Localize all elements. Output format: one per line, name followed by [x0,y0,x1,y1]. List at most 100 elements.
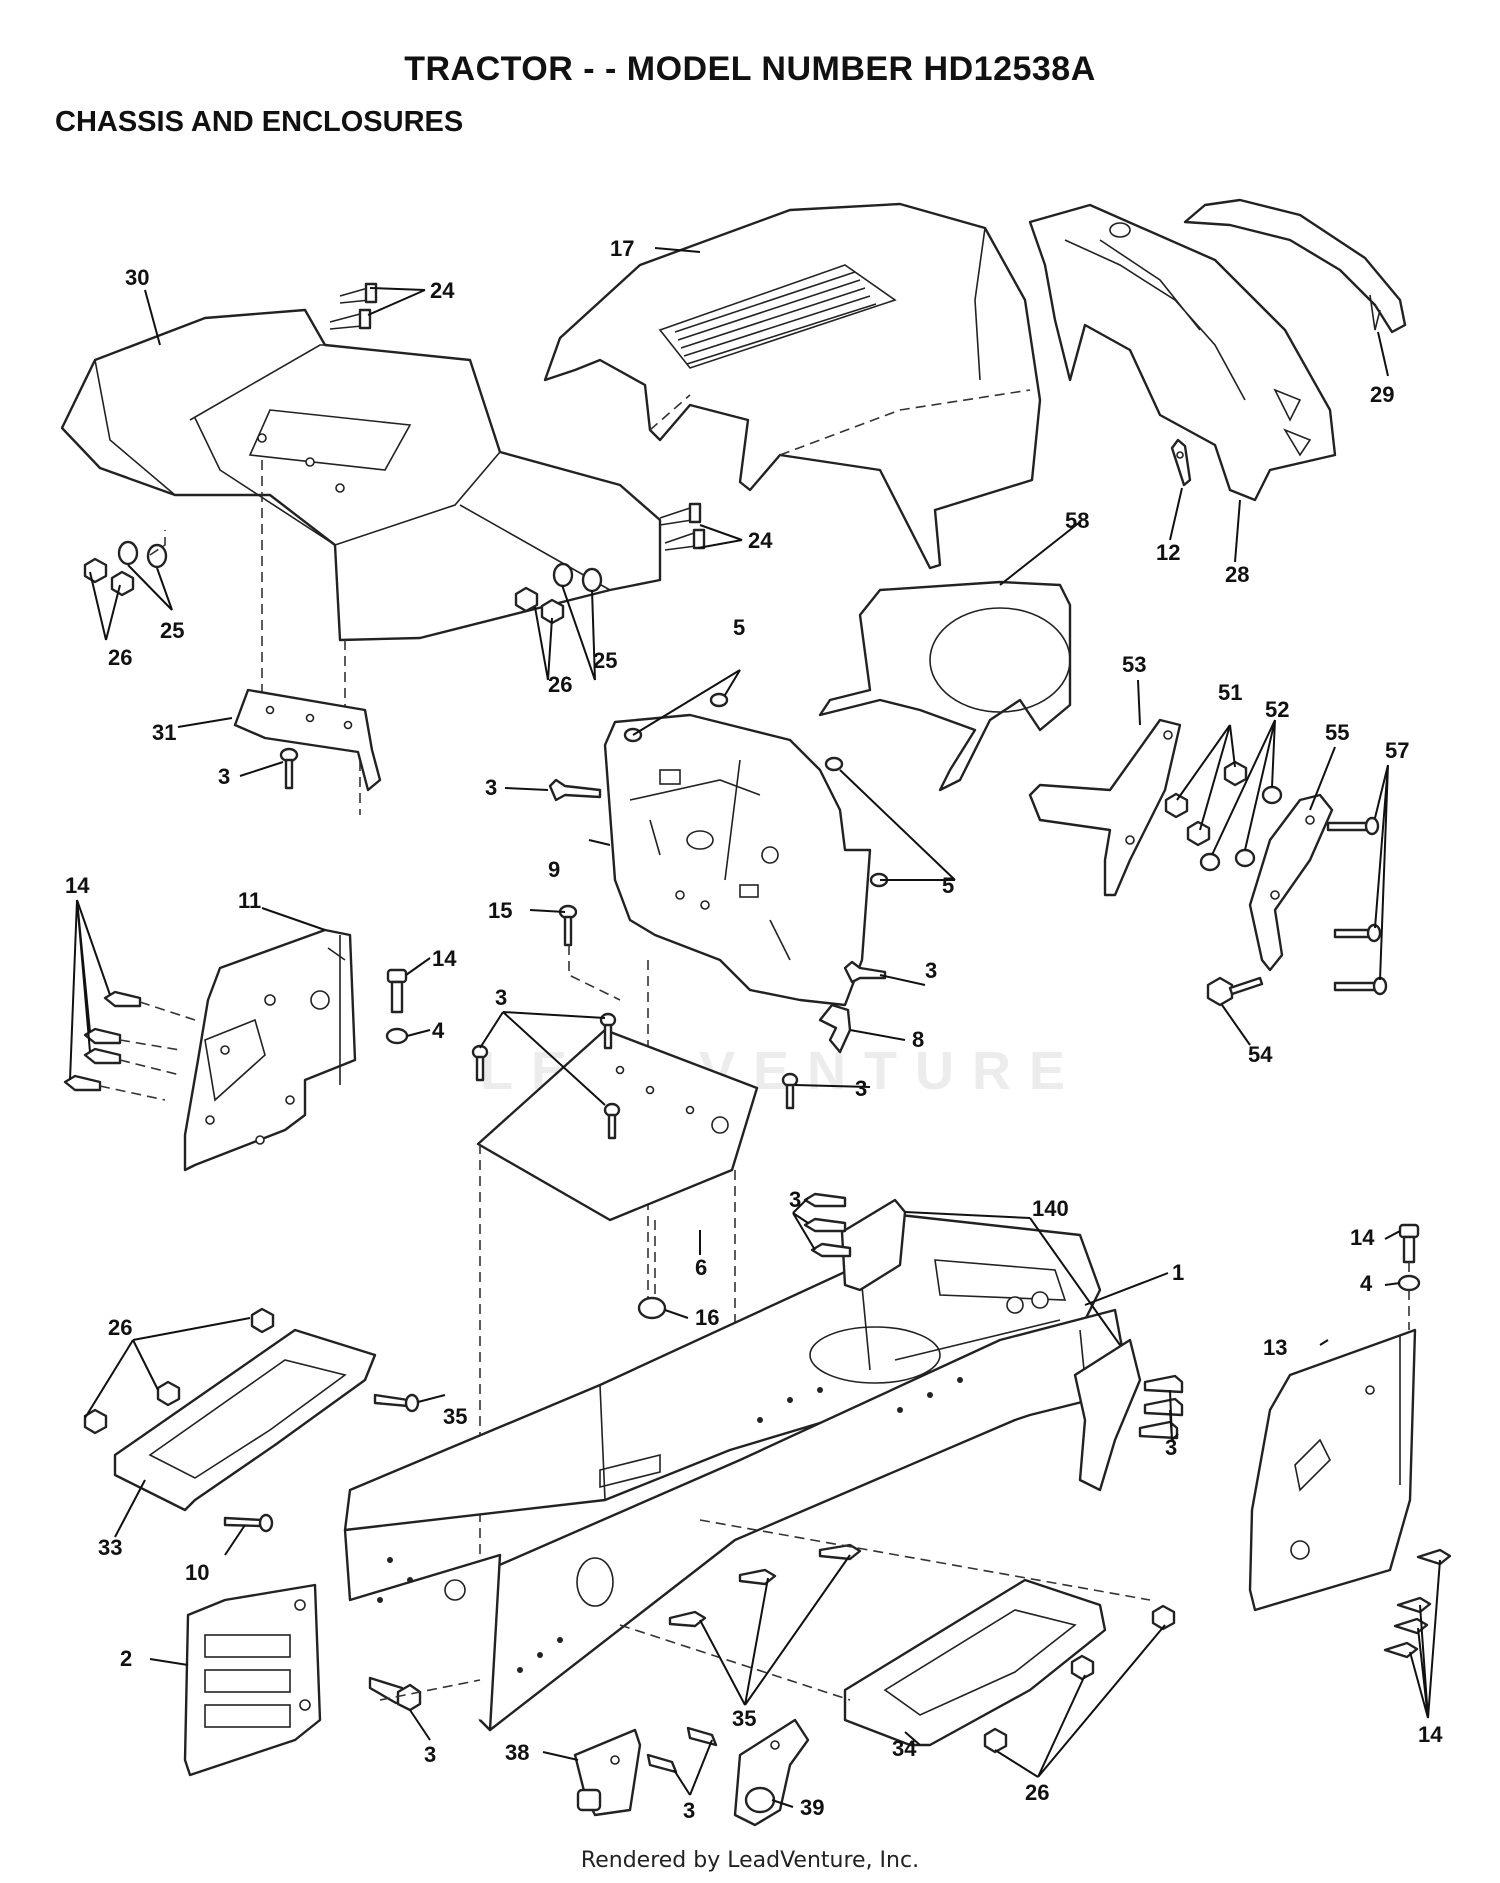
bolts-14-left[interactable] [63,990,196,1101]
callout-17: 17 [610,236,634,261]
callout-26: 26 [108,1315,132,1340]
callout-10: 10 [185,1560,209,1585]
callout-24: 24 [748,528,773,553]
part-12-clip[interactable] [1170,438,1192,487]
bolt-14-4-right[interactable] [1397,1223,1421,1330]
bolt-3-dash-left[interactable] [548,778,602,802]
bolt-3-dash-right[interactable] [843,960,887,984]
callout-1: 1 [1172,1260,1184,1285]
part-2-front-plate[interactable] [183,1583,322,1777]
callout-33: 33 [98,1535,122,1560]
callout-58: 58 [1065,508,1089,533]
part-38-bracket[interactable] [573,1728,642,1817]
callout-6: 6 [695,1255,707,1280]
part-29-hood-trim[interactable] [1183,198,1407,334]
part-1-main-frame[interactable] [343,1213,1132,1732]
bolt-3-fender-bracket[interactable] [279,747,299,790]
nuts-washers-25-26-right[interactable] [514,562,603,625]
nuts-51[interactable] [1164,760,1248,847]
callout-26: 26 [548,672,572,697]
callout-11: 11 [238,888,261,913]
bolt-10[interactable] [223,1513,274,1533]
callout-25: 25 [160,618,184,643]
bolts-3-lower-brackets[interactable] [646,1726,718,1774]
part-8-clip[interactable] [818,1003,852,1054]
callout-35: 35 [443,1404,467,1429]
grommets-5[interactable] [623,692,889,888]
callout-31: 31 [152,720,176,745]
callout-3: 3 [925,958,937,983]
callout-4: 4 [1360,1271,1373,1296]
part-16-grommet[interactable] [637,1296,667,1320]
callout-16: 16 [695,1305,719,1330]
callout-9: 9 [548,857,560,882]
screw-15[interactable] [558,904,578,947]
diagram-title: TRACTOR - - MODEL NUMBER HD12538A [404,50,1096,88]
screw-54[interactable] [1206,976,1264,1007]
callout-8: 8 [912,1027,924,1052]
bolts-3-front[interactable] [803,1192,852,1258]
callout-12: 12 [1156,540,1180,565]
bolt-24-pair-upper[interactable] [329,282,378,330]
part-11-side-panel[interactable] [183,928,357,1172]
bolt-24-pair-lower[interactable] [659,502,706,551]
callout-29: 29 [1370,382,1394,407]
part-6-plate[interactable] [476,1028,759,1222]
callout-3: 3 [424,1742,436,1767]
footer-credit: Rendered by LeadVenture, Inc. [580,1848,920,1873]
callout-3: 3 [683,1798,695,1823]
bolt-35-upper[interactable] [373,1393,420,1413]
callout-54: 54 [1248,1042,1273,1067]
nuts-26-right[interactable] [983,1604,1176,1754]
callout-5: 5 [733,615,745,640]
callout-3: 3 [485,775,497,800]
callout-14: 14 [65,873,90,898]
callout-35: 35 [732,1706,756,1731]
part-9-dash-panel[interactable] [603,713,872,1007]
callout-26: 26 [1025,1780,1049,1805]
callout-39: 39 [800,1795,824,1820]
callout-3: 3 [855,1076,867,1101]
callout-26: 26 [108,645,132,670]
part-34-footrest[interactable] [843,1578,1107,1747]
callout-3: 3 [495,985,507,1010]
part-30-rear-fender[interactable] [60,308,662,642]
callout-3: 3 [1165,1435,1177,1460]
callout-53: 53 [1122,652,1146,677]
part-31-bracket[interactable] [233,688,382,792]
callout-30: 30 [125,265,149,290]
part-140-front-bracket[interactable] [840,1198,1142,1492]
callout-52: 52 [1265,697,1289,722]
callout-25: 25 [593,648,617,673]
callout-14: 14 [432,946,457,971]
nuts-26-left[interactable] [83,1307,275,1435]
callout-55: 55 [1325,720,1349,745]
callout-2: 2 [120,1646,132,1671]
bolt-14-4-upper-left[interactable] [385,968,409,1045]
part-53-bracket[interactable] [1028,718,1182,897]
part-28-grille-housing[interactable] [1028,203,1337,502]
callout-3: 3 [218,764,230,789]
part-33-footrest[interactable] [113,1328,377,1512]
bolts-57[interactable] [1326,816,1388,996]
section-subtitle: CHASSIS AND ENCLOSURES [55,106,464,138]
part-39-bracket[interactable] [733,1718,810,1827]
callout-3: 3 [789,1187,801,1212]
callout-140: 140 [1032,1196,1069,1221]
callout-28: 28 [1225,562,1249,587]
screws-3-plate[interactable] [471,1012,799,1140]
callout-51: 51 [1218,680,1242,705]
part-17-hood[interactable] [543,202,1042,570]
callout-14: 14 [1350,1225,1375,1250]
nuts-washers-25-26-left[interactable] [83,530,168,597]
part-58-shroud[interactable] [818,580,1072,792]
callout-24: 24 [430,278,455,303]
callout-4: 4 [432,1018,445,1043]
part-13-side-panel[interactable] [1248,1328,1417,1612]
callout-13: 13 [1263,1335,1287,1360]
part-55-plate[interactable] [1248,793,1334,972]
callout-15: 15 [488,898,512,923]
callout-57: 57 [1385,738,1409,763]
bolts-3-right-bracket[interactable] [1138,1374,1184,1440]
